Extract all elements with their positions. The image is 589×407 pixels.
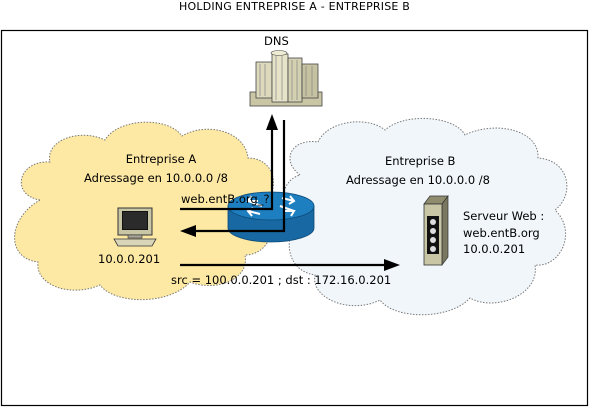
server-hostname: web.entB.org	[463, 226, 540, 240]
entreprise-b-addressing: Adressage en 10.0.0.0 /8	[346, 173, 490, 187]
diagram-title: HOLDING ENTREPRISE A - ENTREPRISE B	[179, 0, 410, 13]
dns-query-label: web.entB.org_?	[181, 192, 270, 206]
dns-label: DNS	[264, 34, 289, 48]
web-server-icon	[423, 194, 449, 267]
dns-query-arrow	[180, 114, 278, 211]
dns-reply-arrow	[180, 120, 286, 237]
server-ip: 10.0.0.201	[463, 242, 526, 256]
packet-arrow	[180, 259, 400, 271]
entreprise-b-name: Entreprise B	[385, 154, 456, 168]
entreprise-a-name: Entreprise A	[125, 152, 197, 166]
workstation-icon	[113, 207, 157, 247]
workstation-ip: 10.0.0.201	[98, 252, 161, 266]
packet-label: src = 100.0.0.201 ; dst : 172.16.0.201	[171, 273, 392, 287]
server-title: Serveur Web :	[463, 209, 545, 223]
dns-server-icon	[249, 50, 323, 107]
holding-frame	[0, 29, 589, 407]
entreprise-a-addressing: Adressage en 10.0.0.0 /8	[84, 171, 228, 185]
